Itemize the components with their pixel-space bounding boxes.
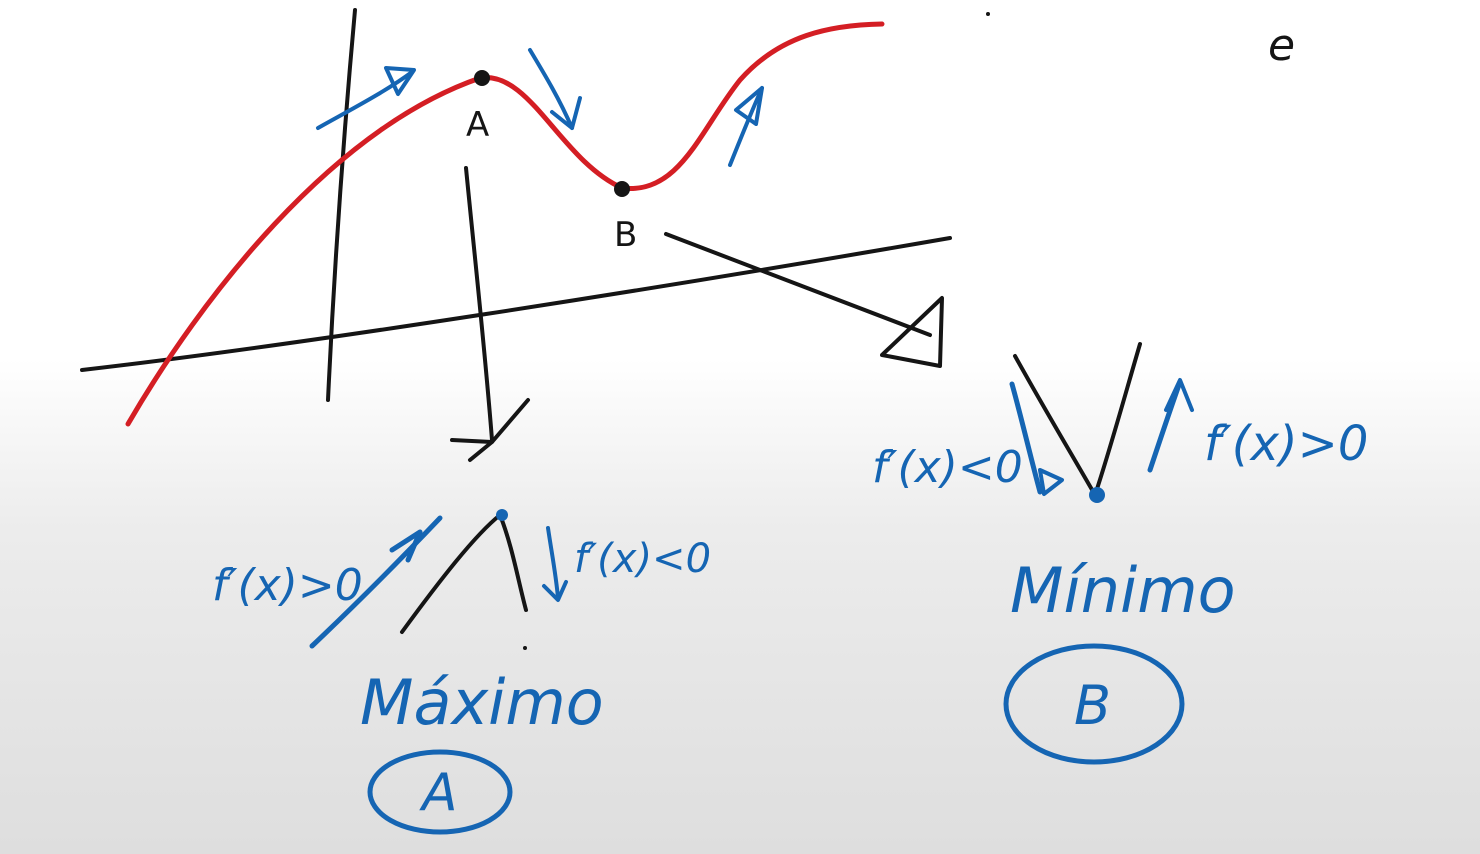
max-right-derivative: f′(x)<0 — [574, 536, 711, 582]
max-circle — [367, 749, 513, 835]
minimum-title: Mínimo — [1010, 554, 1236, 627]
arrow-to-maximum — [450, 166, 530, 462]
max-circle-letter: A — [419, 763, 458, 823]
minimum-sketch — [1009, 342, 1194, 503]
y-axis — [326, 8, 357, 402]
max-tangent-rising — [309, 515, 443, 649]
min-right-derivative: f′(x)>0 — [1204, 416, 1368, 472]
min-circle — [1003, 643, 1185, 765]
x-axis — [80, 236, 952, 372]
max-tangent-falling — [546, 526, 560, 600]
increasing-arrow-right — [728, 86, 764, 167]
min-tangent-falling — [1009, 381, 1043, 495]
arrow-to-minimum — [664, 232, 944, 368]
min-tangent-rising — [1147, 379, 1183, 473]
increasing-arrow-left — [316, 66, 416, 130]
function-curve — [125, 21, 885, 427]
max-left-derivative: f′(x)>0 — [212, 560, 363, 611]
maximum-sketch — [309, 509, 568, 650]
point-b-dot — [614, 181, 630, 197]
maximum-title: Máximo — [360, 666, 604, 739]
corner-letter: e — [1268, 20, 1295, 71]
min-circle-letter: B — [1074, 674, 1111, 737]
min-left-derivative: f′(x)<0 — [872, 442, 1023, 493]
decreasing-arrow-middle — [528, 48, 582, 130]
stray-dot — [986, 12, 990, 16]
point-a-label: A — [466, 105, 489, 145]
coordinate-axes — [80, 8, 952, 402]
point-b-label: B — [614, 215, 637, 255]
point-a-dot — [474, 70, 490, 86]
